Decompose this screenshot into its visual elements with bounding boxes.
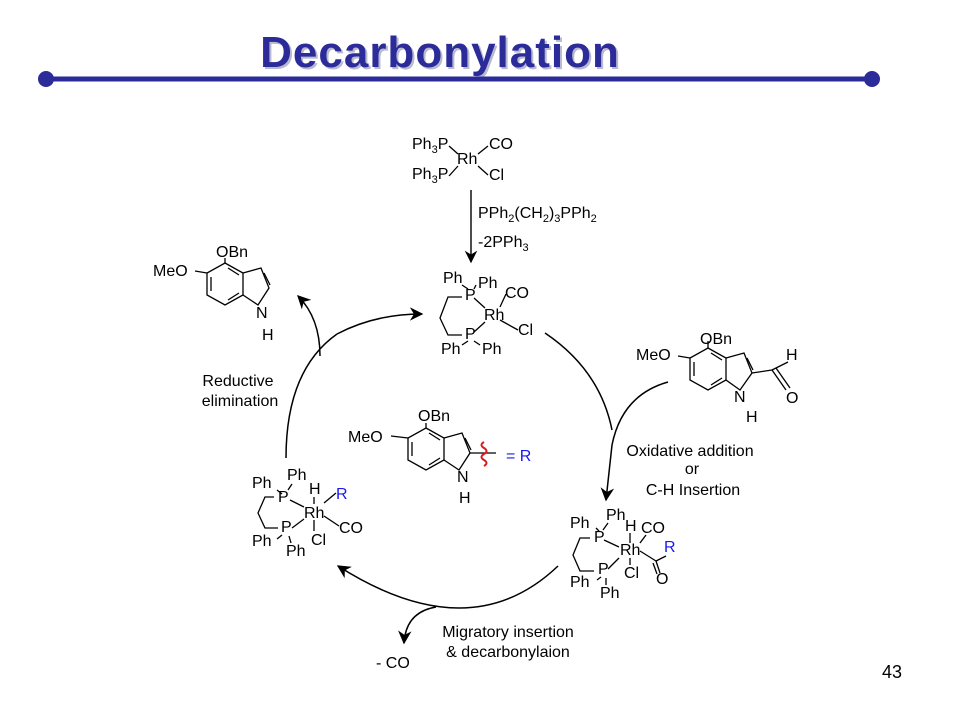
svg-text:Ph3P: Ph3P [412,166,448,186]
activation-byproduct: -2PPh3 [478,234,529,254]
step-ch-insertion: C-H Insertion [646,482,740,499]
svg-text:MeO: MeO [153,263,188,280]
step-or: or [685,461,700,478]
step-elimination: elimination [202,393,278,410]
step-reductive: Reductive [202,373,273,390]
complex-b-acyl-rh: Ph Ph P H CO Rh R P Cl O Ph Ph [570,507,676,602]
complex-a-rh-dppp: Ph Ph P CO Rh Cl P Ph Ph [439,270,533,358]
complex-c-hydrido-rh: Ph Ph P H R Rh CO P Cl Ph Ph [252,467,363,560]
svg-text:CO: CO [505,285,529,302]
svg-text:R: R [336,486,348,503]
title-rule [38,71,880,87]
svg-text:N: N [256,305,268,322]
svg-text:Ph: Ph [600,585,620,602]
svg-text:Ph: Ph [478,275,498,292]
indole-aldehyde-substrate: OBn MeO H O N H [636,331,798,426]
svg-text:Ph: Ph [287,467,307,484]
co-loss-label: - CO [376,655,410,672]
svg-text:P: P [598,561,609,578]
svg-text:Cl: Cl [311,532,326,549]
substrate-entry-arrow [600,381,669,502]
precat-cl: Cl [489,167,504,184]
activation-reagent: PPh2(CH2)3PPh2 [478,205,597,225]
svg-text:= R: = R [506,448,531,465]
svg-text:P: P [465,326,476,343]
precat-rh: Rh [457,151,477,168]
indole-product: OBn MeO N H [153,244,274,344]
svg-text:CO: CO [641,520,665,537]
step-migratory-insertion: Migratory insertion [442,624,574,641]
slide-title: Decarbonylation [260,28,620,77]
bond-break-squiggle-icon [480,441,488,467]
precatalyst-rh-complex: Ph3P Ph3P Rh CO Cl [412,136,513,186]
svg-text:OBn: OBn [216,244,248,261]
cycle-arc-right [544,332,613,431]
step-oxidative-addition: Oxidative addition [626,443,753,460]
svg-text:P: P [278,489,289,506]
svg-text:Ph: Ph [286,543,306,560]
precat-co: CO [489,136,513,153]
svg-text:Rh: Rh [620,542,640,559]
svg-text:H: H [746,409,758,426]
svg-text:MeO: MeO [348,429,383,446]
svg-text:R: R [664,539,676,556]
r-group-definition: OBn MeO N H = R [348,408,531,507]
product-release-arrow [297,295,321,357]
svg-text:Ph: Ph [252,533,272,550]
svg-text:O: O [656,571,668,588]
svg-text:Ph3P: Ph3P [412,136,448,156]
svg-text:Cl: Cl [624,565,639,582]
svg-text:O: O [786,390,798,407]
svg-text:Ph: Ph [443,270,463,287]
svg-text:P: P [465,287,476,304]
rule-right-dot [864,71,880,87]
svg-text:Cl: Cl [518,322,533,339]
svg-text:P: P [594,529,605,546]
svg-text:OBn: OBn [700,331,732,348]
page-number: 43 [881,662,902,682]
svg-text:P: P [281,519,292,536]
svg-text:Ph: Ph [570,515,590,532]
svg-text:N: N [457,469,469,486]
svg-text:CO: CO [339,520,363,537]
step-decarbonylation: & decarbonylaion [446,644,570,661]
svg-text:H: H [459,490,471,507]
svg-text:H: H [262,327,274,344]
svg-text:H: H [786,347,798,364]
svg-text:Ph: Ph [606,507,626,524]
rule-left-dot [38,71,54,87]
svg-text:Ph: Ph [441,341,461,358]
cycle-arc-bottom [336,565,559,609]
svg-text:H: H [309,481,321,498]
svg-text:Rh: Rh [304,505,324,522]
svg-text:Rh: Rh [484,307,504,324]
svg-text:Ph: Ph [482,341,502,358]
cycle-arrow-to-complex-a [336,307,424,335]
svg-text:Ph: Ph [252,475,272,492]
svg-text:H: H [625,518,637,535]
cycle-arc-left [285,333,338,459]
co-loss-arrow [398,606,437,645]
svg-text:MeO: MeO [636,347,671,364]
svg-text:N: N [734,389,746,406]
svg-text:OBn: OBn [418,408,450,425]
svg-text:Ph: Ph [570,574,590,591]
